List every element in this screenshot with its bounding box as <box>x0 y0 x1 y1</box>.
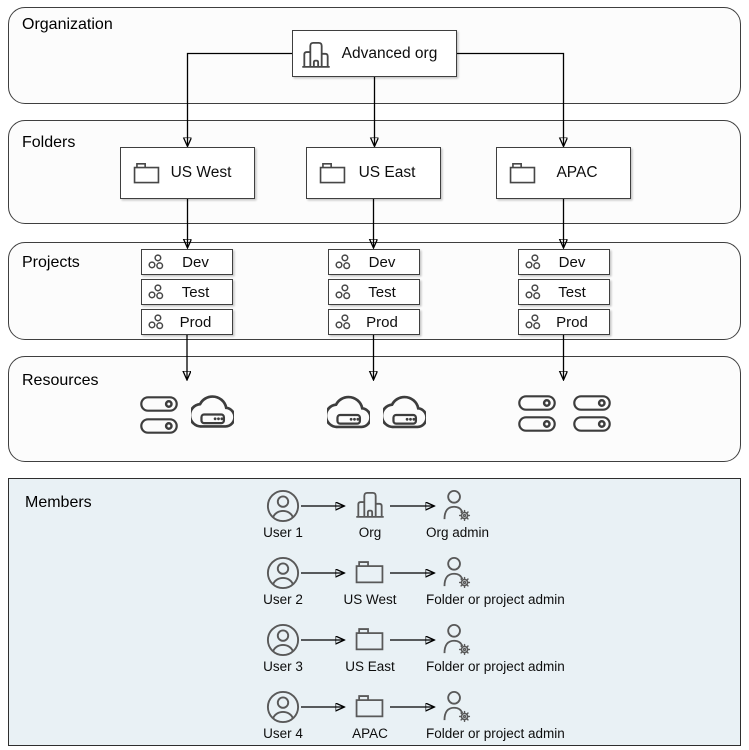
project-icon <box>335 314 352 330</box>
folder-label: US East <box>358 164 416 181</box>
advanced-org-label: Advanced org <box>341 44 438 62</box>
project-box: Prod <box>327 309 420 335</box>
member-role-label: Folder or project admin <box>426 592 565 607</box>
member-target-label: APAC <box>352 726 388 741</box>
project-icon <box>525 314 542 330</box>
server-icon <box>573 416 611 432</box>
project-label: Test <box>368 283 396 301</box>
user-icon <box>266 623 300 657</box>
members-section-label: Members <box>25 494 92 511</box>
member-target-label: US West <box>343 592 397 607</box>
admin-person-gear-icon <box>441 556 472 589</box>
member-role-label: Folder or project admin <box>426 726 565 741</box>
member-target-label: US East <box>345 659 395 674</box>
cloud-server-icon <box>327 395 370 429</box>
project-box: Prod <box>141 309 233 335</box>
member-user-label: User 1 <box>263 525 303 540</box>
project-label: Prod <box>366 313 398 331</box>
project-label: Dev <box>182 253 209 271</box>
folder-box-apac: APAC <box>496 147 631 199</box>
advanced-org-box: Advanced org <box>292 30 457 77</box>
project-icon <box>525 254 542 270</box>
folder-label: APAC <box>556 164 598 181</box>
folders-section-label: Folders <box>22 134 76 151</box>
folder-icon <box>133 162 160 184</box>
admin-person-gear-icon <box>441 623 472 656</box>
folder-icon <box>509 162 536 184</box>
project-label: Dev <box>368 253 396 271</box>
project-label: Prod <box>556 313 588 331</box>
project-icon <box>148 254 165 270</box>
project-icon <box>148 314 165 330</box>
project-icon <box>148 284 165 300</box>
project-box: Prod <box>517 309 610 335</box>
organization-section-label: Organization <box>22 16 113 33</box>
resources-section <box>8 356 741 462</box>
member-role-label: Folder or project admin <box>426 659 565 674</box>
project-icon <box>525 284 542 300</box>
member-role-label: Org admin <box>426 525 490 540</box>
server-icon <box>573 395 611 411</box>
member-user-label: User 2 <box>263 592 303 607</box>
project-box: Dev <box>517 249 610 275</box>
folder-icon <box>355 694 384 718</box>
project-box: Test <box>327 279 420 305</box>
project-box: Dev <box>141 249 233 275</box>
admin-person-gear-icon <box>441 489 472 522</box>
project-box: Test <box>141 279 233 305</box>
cloud-server-icon <box>191 394 234 429</box>
building-icon <box>355 490 385 518</box>
member-target-label: Org <box>358 525 382 540</box>
member-user-label: User 3 <box>263 659 303 674</box>
project-box: Test <box>517 279 610 305</box>
project-label: Dev <box>558 253 586 271</box>
folder-box-us-west: US West <box>120 147 255 199</box>
project-icon <box>335 254 352 270</box>
project-box: Dev <box>327 249 420 275</box>
project-label: Test <box>558 283 586 301</box>
folder-icon <box>355 627 384 651</box>
folder-box-us-east: US East <box>306 147 441 199</box>
building-icon <box>301 40 331 68</box>
server-icon <box>140 396 178 412</box>
user-icon <box>266 690 300 724</box>
server-icon <box>518 416 556 432</box>
resources-section-label: Resources <box>22 372 99 389</box>
folder-icon <box>355 560 384 584</box>
cloud-server-icon <box>383 395 426 429</box>
projects-section-label: Projects <box>22 254 80 271</box>
member-user-label: User 4 <box>263 726 303 741</box>
members-section <box>8 478 741 746</box>
user-icon <box>266 489 300 523</box>
project-label: Prod <box>179 313 212 331</box>
folder-label: US West <box>170 164 232 181</box>
admin-person-gear-icon <box>441 690 472 723</box>
user-icon <box>266 556 300 590</box>
folder-icon <box>319 162 346 184</box>
server-icon <box>518 395 556 411</box>
project-label: Test <box>181 283 210 301</box>
server-icon <box>140 418 178 434</box>
project-icon <box>335 284 352 300</box>
